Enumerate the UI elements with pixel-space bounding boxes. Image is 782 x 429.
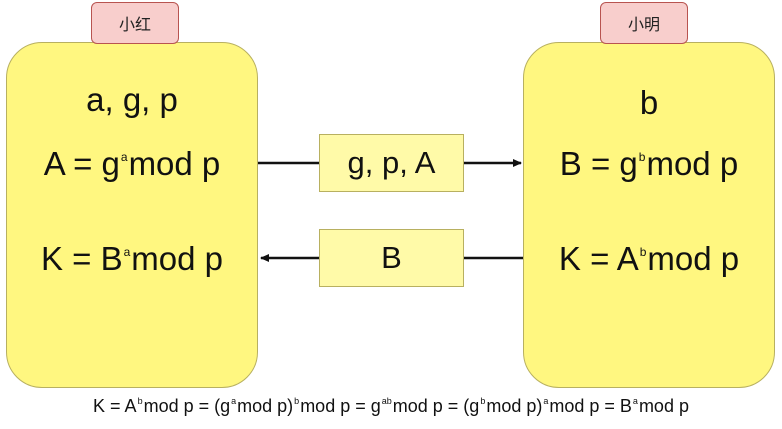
formula-rest: mod p: [647, 240, 740, 277]
left-party-shared-key-formula: K = Bamod p: [7, 239, 257, 286]
exponent: a: [632, 396, 638, 406]
left-party-values: a, g, p: [86, 81, 178, 118]
exponent: b: [639, 245, 647, 259]
exponent: a: [231, 396, 237, 406]
formula-part: mod p = g: [300, 396, 381, 416]
right-party-public-key-formula: B = gbmod p: [524, 144, 774, 191]
formula-part: mod p = (g: [392, 396, 480, 416]
right-party-name-tag: 小明: [600, 2, 688, 44]
formula-rest: mod p: [128, 145, 221, 182]
exponent: a: [120, 150, 128, 164]
right-party-box: b B = gbmod p K = Abmod p: [523, 42, 775, 388]
formula-lhs: A = g: [43, 145, 120, 182]
formula-part: mod p = (g: [143, 396, 231, 416]
message-to-left: B: [319, 229, 464, 287]
right-party-values: b: [639, 84, 659, 121]
formula-rest: mod p: [646, 145, 739, 182]
formula-part: K = A: [93, 396, 137, 416]
formula-lhs: K = A: [558, 240, 639, 277]
formula-part: mod p): [486, 396, 543, 416]
left-party-name-tag: 小红: [91, 2, 179, 44]
exponent: b: [294, 396, 300, 406]
right-party-shared-key-formula: K = Abmod p: [524, 239, 774, 286]
exponent: b: [137, 396, 143, 406]
message-to-right: g, p, A: [319, 134, 464, 192]
formula-rest: mod p: [131, 240, 224, 277]
exponent: b: [480, 396, 486, 406]
exponent: b: [638, 150, 646, 164]
formula-lhs: B = g: [559, 145, 638, 182]
formula-lhs: K = B: [40, 240, 123, 277]
shared-key-derivation-formula: K = Abmod p = (gamod p)bmod p = gabmod p…: [0, 396, 782, 417]
left-party-box: a, g, p A = gamod p K = Bamod p: [6, 42, 258, 388]
exponent: ab: [381, 396, 392, 406]
left-party-public-key-formula: A = gamod p: [7, 144, 257, 191]
formula-part: mod p: [638, 396, 689, 416]
exponent: a: [123, 245, 131, 259]
exponent: a: [543, 396, 549, 406]
formula-part: mod p = B: [549, 396, 632, 416]
formula-part: mod p): [237, 396, 294, 416]
